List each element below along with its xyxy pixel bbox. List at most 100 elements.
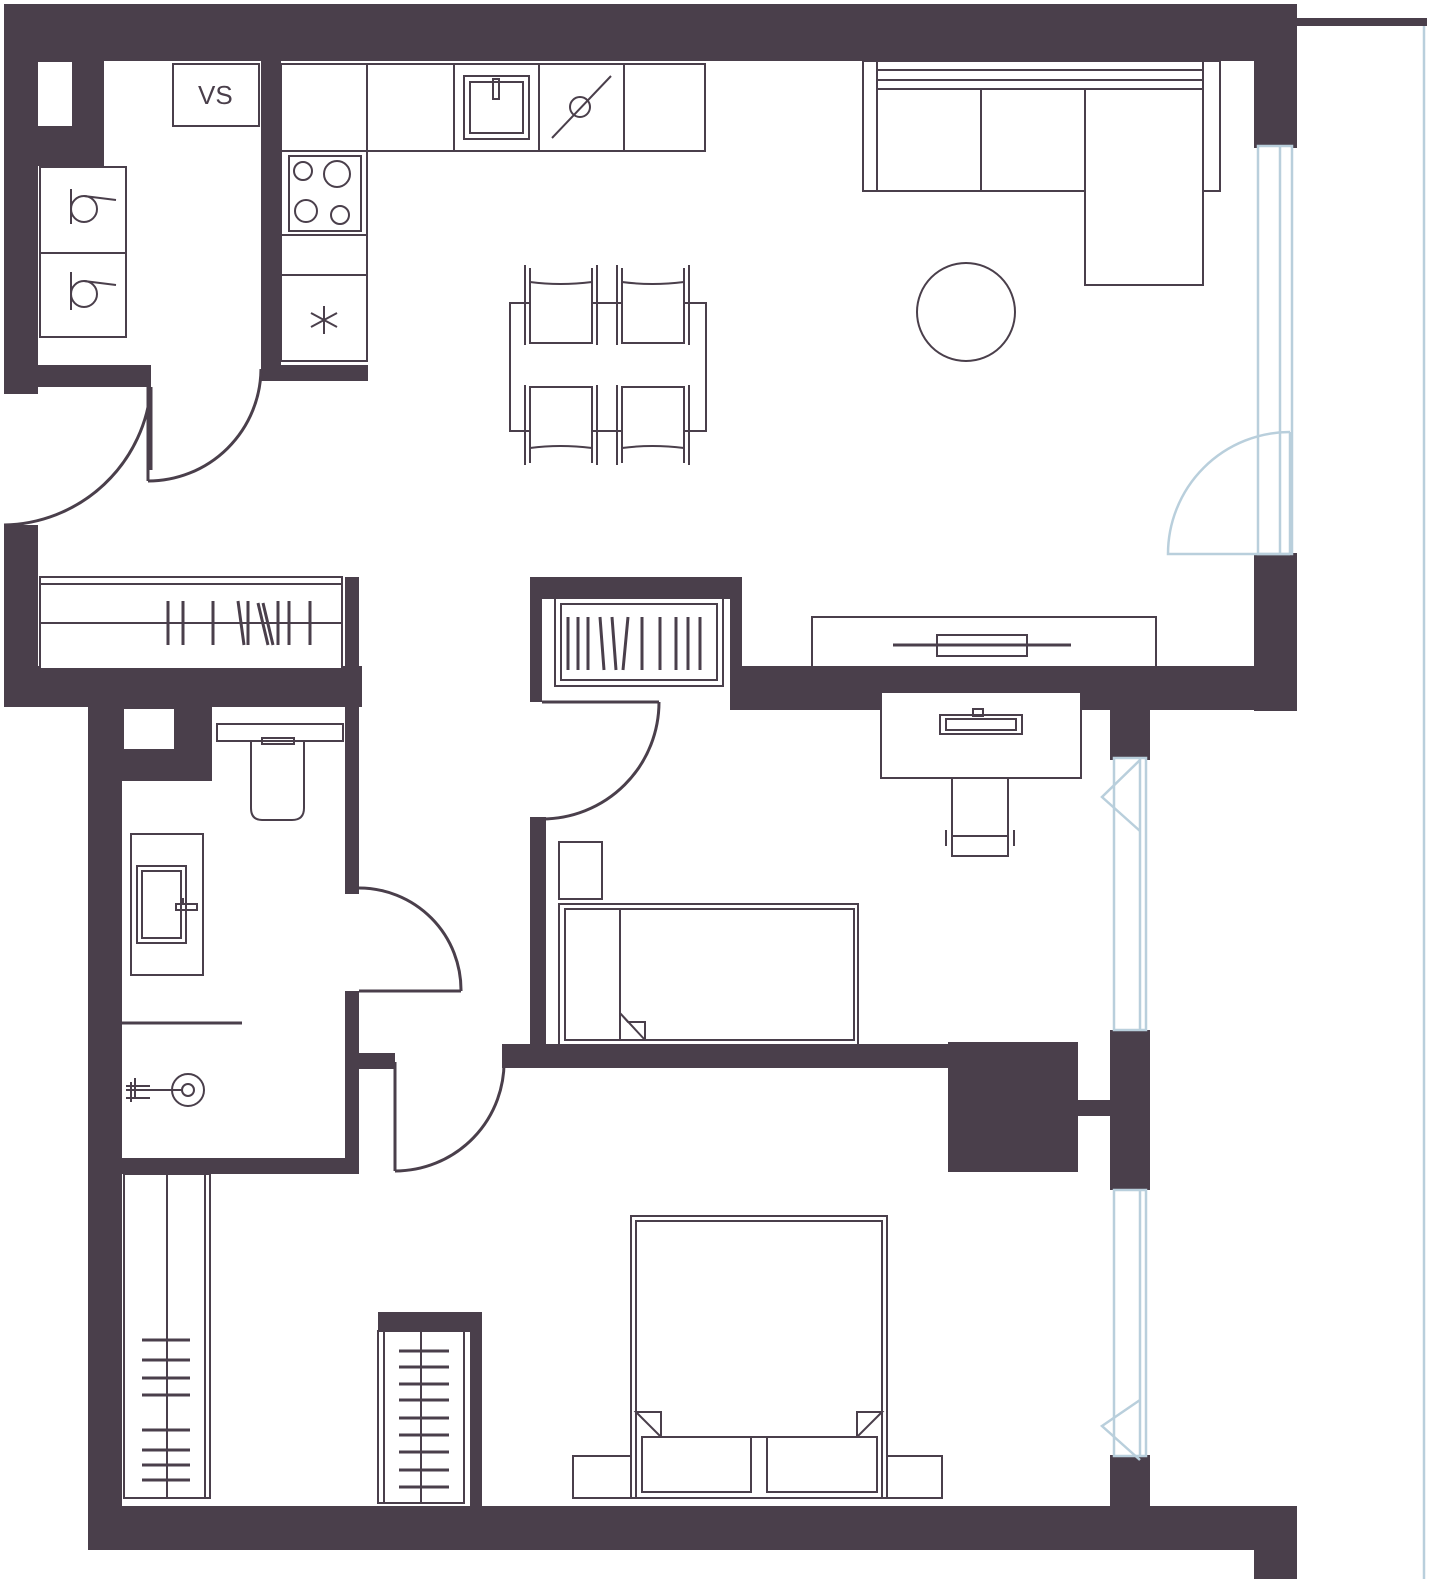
wall-bedroom2-bottom — [502, 1044, 948, 1068]
wall-bedroom2-left — [530, 817, 546, 1053]
walls — [4, 4, 1427, 1579]
sofa-seat — [876, 88, 982, 192]
wall-left-upper — [4, 4, 38, 394]
tumble-dryer — [39, 252, 127, 338]
desk-chair — [945, 777, 1015, 857]
bedside-table — [884, 1455, 943, 1499]
shower-mixer — [126, 1078, 182, 1102]
hall-cupboard — [554, 597, 724, 687]
bedroom-1 — [123, 1173, 943, 1504]
wall-bath-right-lower — [345, 991, 359, 1174]
balcony-door-swing[interactable] — [1166, 430, 1291, 556]
wall-hall-cupboard-wall — [4, 666, 362, 707]
living-window — [1256, 144, 1294, 556]
sink-basin — [469, 81, 524, 134]
wall-hall-cupboard-left — [530, 577, 542, 702]
counter-side — [280, 234, 368, 276]
duvet-fold — [619, 1012, 646, 1041]
living-area — [811, 60, 1221, 668]
tumble-dryer-icon — [70, 272, 117, 310]
bedside-table — [558, 841, 603, 900]
dining-set — [509, 265, 707, 465]
tap-icon — [492, 78, 500, 100]
dishwasher-icon — [551, 75, 612, 139]
sofa-arm-left — [862, 60, 878, 192]
wall-bath-right-upper — [345, 577, 359, 894]
hob-unit — [280, 150, 368, 236]
counter-corner — [280, 63, 368, 152]
bedroom2-door-swing[interactable] — [541, 701, 661, 821]
ventilation-unit-label: VS — [198, 80, 233, 110]
bathroom — [122, 723, 344, 1107]
windows — [1112, 26, 1426, 1579]
utility-door-swing[interactable] — [147, 368, 263, 483]
sofa-back — [862, 60, 1221, 92]
wall-bottom-right-stub — [1254, 1506, 1297, 1579]
single-bed — [558, 903, 859, 1046]
wall-right-bed-pier — [1110, 1030, 1150, 1190]
doors — [3, 368, 661, 1173]
single-bed-duvet — [619, 908, 855, 1041]
washing-machine-icon — [70, 189, 117, 224]
duvet-fold-left — [633, 1411, 662, 1440]
toilet — [250, 740, 305, 821]
kitchen — [280, 63, 706, 362]
dining-chair — [524, 385, 598, 465]
bedroom1-window-opener[interactable] — [1099, 1398, 1141, 1461]
pillow — [641, 1436, 752, 1493]
dining-chair — [616, 385, 690, 465]
wall-hall-cupboard-right — [730, 577, 742, 687]
bedroom-2 — [558, 691, 1082, 1046]
toilet-flush — [261, 737, 295, 745]
wall-right-bottom — [1110, 1455, 1150, 1550]
bedside-table — [572, 1455, 634, 1499]
sink-icon — [463, 75, 530, 140]
basin-tap — [175, 898, 198, 911]
wall-bedroom1-wardrobe — [378, 1312, 482, 1332]
ventilation-unit — [172, 63, 260, 127]
wall-top — [4, 4, 1297, 61]
hall-wardrobe — [39, 576, 343, 670]
laptop-hinge — [972, 708, 984, 717]
wall-column — [948, 1042, 1078, 1172]
wall-left-lower — [88, 680, 122, 1550]
bedroom2-window-opener[interactable] — [1100, 759, 1141, 832]
counter-end — [623, 63, 706, 152]
wall-hall-cupboard-top — [530, 577, 742, 599]
counter-unit — [366, 63, 455, 152]
wall-kitchen-bottom-stub — [261, 365, 368, 381]
bedroom1-door-swing[interactable] — [394, 1057, 506, 1173]
shower-drain-inner — [181, 1083, 195, 1097]
shaft-bathroom — [124, 709, 174, 749]
bathroom-door-swing[interactable] — [358, 886, 463, 992]
wardrobe-left-hangers — [142, 1338, 190, 1482]
snowflake-icon — [310, 306, 338, 334]
sofa-seat — [980, 88, 1086, 192]
pillow — [766, 1436, 878, 1493]
duvet-fold-right — [856, 1411, 885, 1440]
sofa-chaise — [1084, 88, 1204, 286]
wardrobe-right-hangers — [399, 1349, 449, 1489]
dining-chair — [616, 265, 690, 345]
coffee-table — [916, 262, 1016, 362]
wall-bedroom1-wardrobe-side — [470, 1312, 482, 1506]
wall-bath-door-jamb — [359, 1053, 395, 1069]
utility-room: VS — [39, 63, 260, 338]
sink-unit — [453, 63, 540, 152]
washing-machine — [39, 166, 127, 254]
wall-utility-right — [261, 61, 281, 379]
wall-utility-bottom-left — [4, 365, 151, 387]
double-bed-frame — [635, 1220, 883, 1499]
wall-bath-bottom — [88, 1158, 359, 1174]
sofa-arm-right — [1202, 60, 1221, 192]
laptop-screen — [945, 718, 1017, 731]
dining-chair — [524, 265, 598, 345]
wall-right-upper — [1254, 4, 1297, 148]
wall-top-extension — [1297, 18, 1427, 26]
wall-column-link — [1078, 1100, 1110, 1116]
laptop — [939, 714, 1023, 735]
corner-sofa — [862, 60, 1221, 286]
entrance-door-swing[interactable] — [3, 386, 153, 527]
shaft-utility — [38, 62, 72, 126]
